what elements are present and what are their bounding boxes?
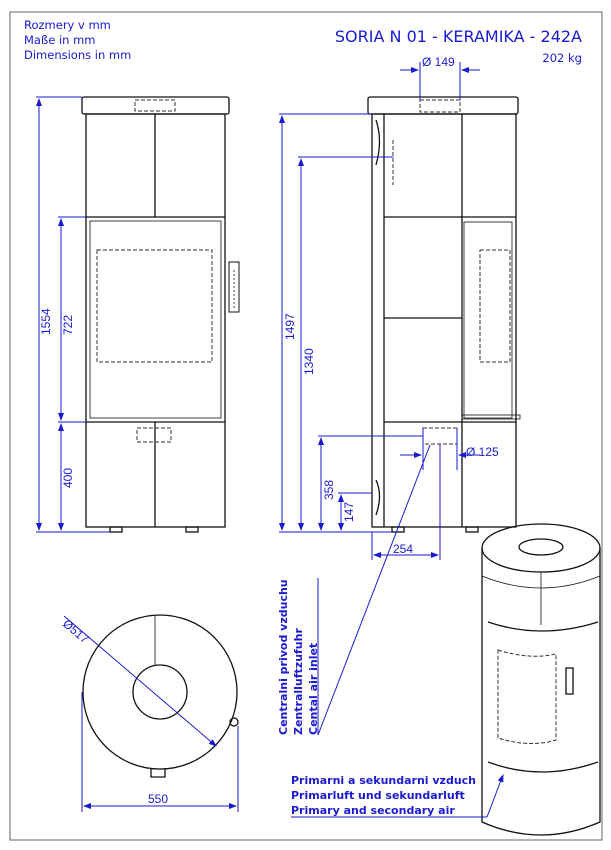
- central-air-note: Centralni privod vzduchu Zentralluftzufu…: [277, 444, 431, 736]
- product-weight: 202 kg: [542, 51, 582, 65]
- primary-air-note: Primarni a sekundarni vzduch Primarluft …: [291, 774, 504, 818]
- dim-722: 722: [61, 315, 75, 335]
- dim-550: 550: [148, 792, 168, 806]
- note-central-air-en: Cental air inlet: [307, 643, 320, 735]
- dim-1554: 1554: [39, 308, 53, 335]
- dim-1497: 1497: [283, 313, 297, 340]
- units-cz: Rozmery v mm: [24, 18, 111, 32]
- dim-flue-149: Ø 149: [422, 55, 455, 69]
- units-en: Dimensions in mm: [24, 48, 131, 62]
- side-view: Ø 149 1497 1340 358 147 Ø 125 254: [279, 55, 521, 560]
- note-primary-air-cz: Primarni a sekundarni vzduch: [291, 774, 476, 787]
- front-view: 1554 722 400: [36, 96, 240, 533]
- dim-inlet-125: Ø 125: [466, 445, 499, 459]
- note-central-air-de: Zentralluftzufuhr: [292, 628, 305, 735]
- dim-147: 147: [342, 502, 356, 522]
- dim-diameter-517: Ø517: [60, 617, 92, 647]
- note-primary-air-en: Primary and secondary air: [291, 804, 455, 817]
- units-note: Rozmery v mm Maße in mm Dimensions in mm: [24, 18, 131, 62]
- dim-358: 358: [322, 480, 336, 500]
- drawing-frame: [9, 11, 603, 841]
- top-view: Ø517 550: [60, 614, 239, 812]
- note-central-air-cz: Centralni privod vzduchu: [277, 579, 290, 735]
- product-title: SORIA N 01 - KERAMIKA - 242A: [335, 27, 582, 46]
- dim-254: 254: [393, 542, 413, 556]
- dim-1340: 1340: [302, 348, 316, 375]
- units-de: Maße in mm: [24, 33, 96, 47]
- note-primary-air-de: Primarluft und sekundarluft: [291, 789, 465, 802]
- dim-400: 400: [61, 468, 75, 488]
- perspective-view: [481, 523, 601, 836]
